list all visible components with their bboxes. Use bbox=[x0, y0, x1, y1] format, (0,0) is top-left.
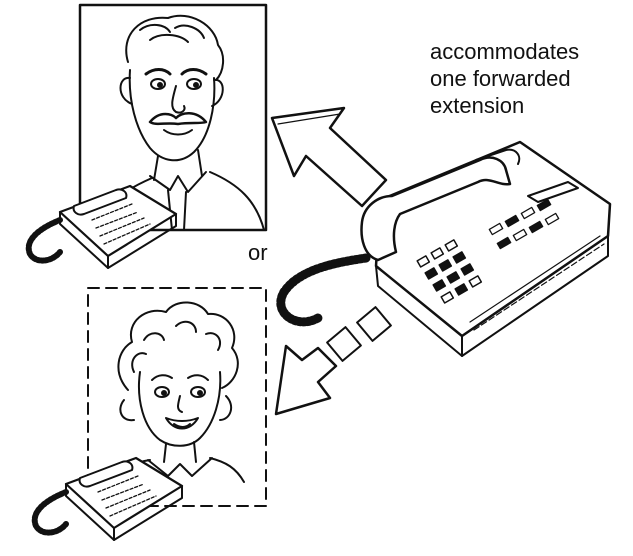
caption-line-2: one forwarded bbox=[430, 65, 579, 92]
caption: accommodates one forwarded extension bbox=[430, 38, 579, 119]
small-telephone-icon bbox=[29, 186, 176, 268]
caption-line-3: extension bbox=[430, 92, 579, 119]
caption-line-1: accommodates bbox=[430, 38, 579, 65]
solid-arrow-icon bbox=[272, 108, 386, 206]
or-label: or bbox=[248, 240, 268, 266]
woman-portrait-icon bbox=[110, 302, 244, 482]
